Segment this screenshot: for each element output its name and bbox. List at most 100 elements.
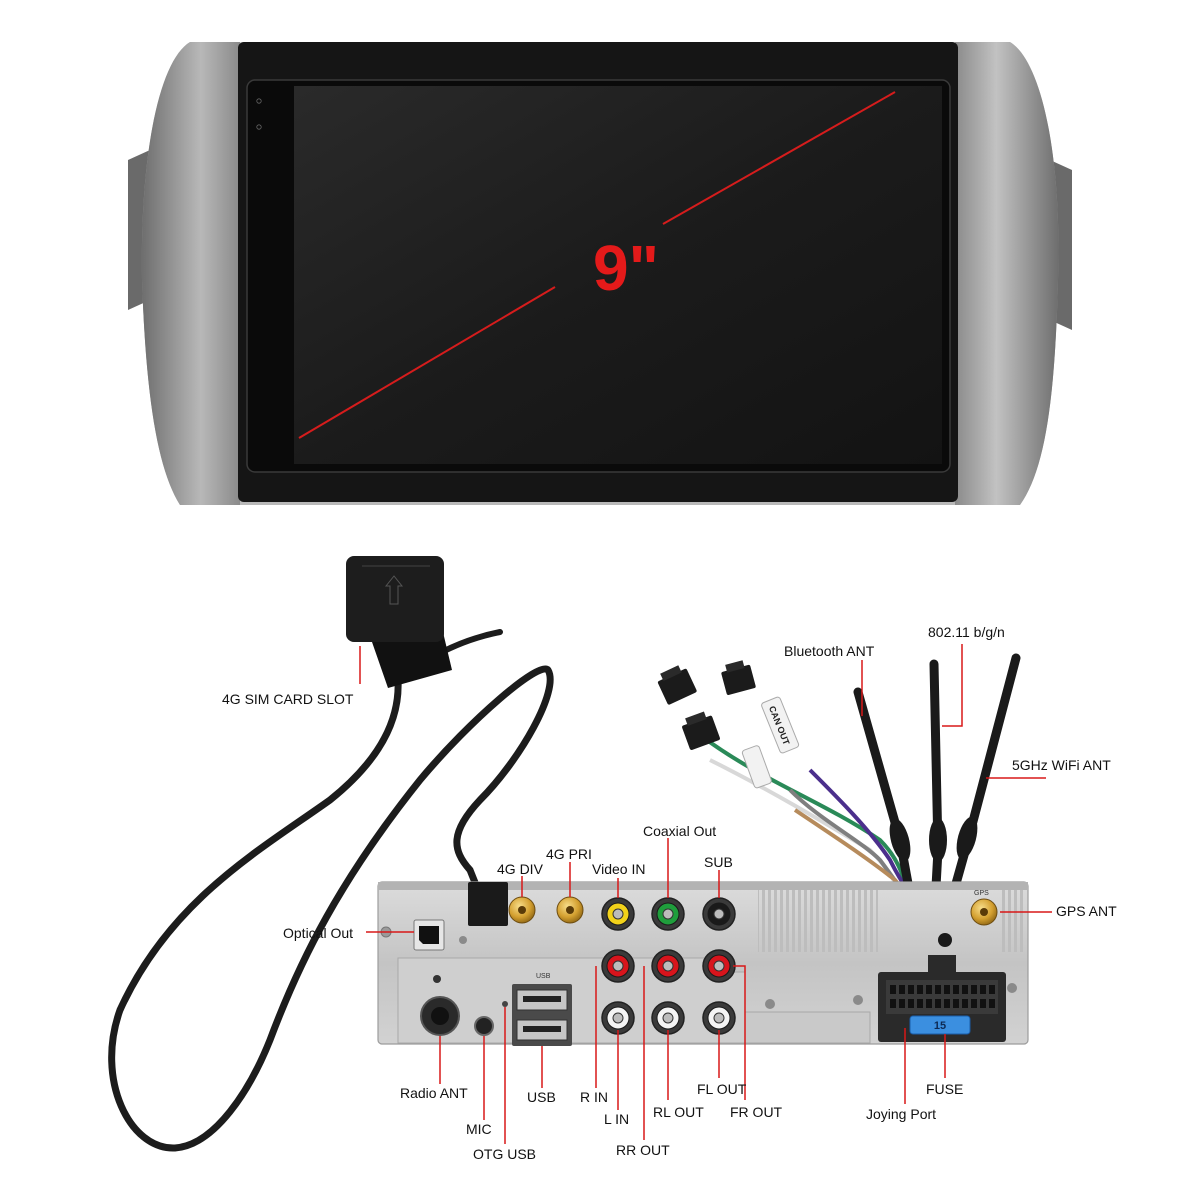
4g-div-pin	[518, 906, 526, 914]
4g-pri-pin	[566, 906, 574, 914]
fr-out-leader	[733, 965, 746, 1100]
fl-out-jack-pin	[713, 1012, 725, 1024]
screen-diagonal-lower	[298, 286, 556, 439]
wifi-5ghz-ant-label: 5GHz WiFi ANT	[1012, 757, 1111, 773]
joying-port-pin	[962, 985, 968, 994]
joying-port-pin	[899, 985, 905, 994]
fl-out-label: FL OUT	[697, 1081, 747, 1097]
wire-plug-b-latch	[685, 711, 707, 726]
chassis-top-lip	[378, 882, 1028, 890]
sub-jack-pin	[713, 908, 725, 920]
usb-label: USB	[527, 1089, 556, 1105]
fr-out-jack-pin	[713, 960, 725, 972]
head-unit-front: 9"	[128, 42, 1072, 505]
wire-tag	[741, 745, 772, 789]
fl-out-jack	[702, 1001, 736, 1035]
joying-port-pin	[908, 985, 914, 994]
usb-marking: USB	[536, 973, 551, 980]
video-in-label: Video IN	[592, 861, 645, 877]
wifi-leader	[942, 644, 963, 727]
sim-cable-boot	[372, 628, 452, 688]
screw-icon	[853, 995, 863, 1005]
4g-pri-label: 4G PRI	[546, 846, 592, 862]
joying-port-pin	[971, 985, 977, 994]
harness-grommet	[938, 933, 952, 947]
video-in-jack	[601, 897, 635, 931]
rl-out-jack	[651, 1001, 685, 1035]
bluetooth-antenna-sleeve	[889, 818, 911, 862]
rr-out-jack	[651, 949, 685, 983]
screw-icon	[1007, 983, 1017, 993]
wifi-5ghz-antenna	[945, 653, 1021, 910]
wire-plug-c	[721, 664, 756, 695]
optical-out-label: Optical Out	[283, 925, 353, 941]
joying-port-pin	[953, 999, 959, 1008]
joying-port-pin	[926, 999, 932, 1008]
joying-port-pin	[989, 985, 995, 994]
fr-out-jack	[702, 949, 736, 983]
radio-ant-label: Radio ANT	[400, 1085, 468, 1101]
screen-diagonal-upper	[662, 91, 896, 225]
chassis-step	[744, 1011, 871, 1044]
fuse-label: FUSE	[926, 1081, 963, 1097]
callout-leaders	[366, 838, 1052, 1144]
mic-hole-icon	[256, 124, 262, 130]
sim-cable-wire	[108, 665, 554, 1152]
sim-card-cable: 4G SIM CARD SLOT	[108, 556, 554, 1152]
joying-port-pin	[944, 985, 950, 994]
fuse-rating: 15	[934, 1020, 946, 1032]
sub-label: SUB	[704, 854, 733, 870]
joying-port-pin	[989, 999, 995, 1008]
joying-port-pin	[980, 985, 986, 994]
joying-port-pin	[890, 985, 896, 994]
joying-port-pin	[944, 999, 950, 1008]
screw-icon	[459, 936, 467, 944]
light-sensor-icon	[256, 98, 262, 104]
screw-icon	[765, 999, 775, 1009]
joying-port-pin	[899, 999, 905, 1008]
joying-port-pin	[890, 999, 896, 1008]
display-area	[294, 86, 942, 464]
wifi-5ghz-antenna-sleeve	[956, 816, 978, 860]
sub-jack	[702, 897, 736, 931]
rear-chassis: GPS USB 15	[377, 881, 1029, 1046]
rca-jack-group	[601, 897, 736, 1035]
fuse-icon	[909, 1015, 971, 1035]
mic-label: MIC	[466, 1121, 492, 1137]
joying-port-pin	[980, 999, 986, 1008]
screw-icon	[433, 975, 441, 983]
joying-port-pin	[926, 985, 932, 994]
joying-port-pin-row	[890, 985, 995, 1008]
mic-jack	[474, 1016, 494, 1036]
joying-port-pin	[971, 999, 977, 1008]
sim-cable-plug	[468, 882, 508, 926]
coaxial-out-jack	[651, 897, 685, 931]
wifi-antenna	[929, 659, 943, 910]
chassis-vents-upper	[758, 890, 878, 952]
screen-size-label: 9"	[593, 232, 659, 304]
r-in-jack	[601, 949, 635, 983]
joying-port-pin	[917, 999, 923, 1008]
rl-out-label: RL OUT	[653, 1104, 704, 1120]
joying-port-pin	[908, 999, 914, 1008]
r-in-jack-pin	[612, 960, 624, 972]
l-in-jack	[601, 1001, 635, 1035]
bezel-right-panel	[955, 42, 1059, 505]
joying-port-pin	[935, 985, 941, 994]
gps-ant-label: GPS ANT	[1056, 903, 1117, 919]
wifi-standard-label: 802.11 b/g/n	[928, 624, 1005, 640]
joying-port-key	[928, 955, 956, 975]
joying-port-label: Joying Port	[866, 1106, 936, 1122]
gps-marking: GPS	[974, 890, 989, 897]
can-out-tag	[761, 696, 800, 754]
rr-out-label: RR OUT	[616, 1142, 670, 1158]
video-in-jack-pin	[612, 908, 624, 920]
bezel-left-panel	[141, 42, 240, 505]
joying-port-pin	[917, 985, 923, 994]
l-in-jack-pin	[612, 1012, 624, 1024]
coaxial-out-jack-pin	[662, 908, 674, 920]
gps-pin	[980, 908, 988, 916]
optical-out-socket	[419, 926, 439, 944]
coaxial-out-label: Coaxial Out	[643, 823, 716, 839]
